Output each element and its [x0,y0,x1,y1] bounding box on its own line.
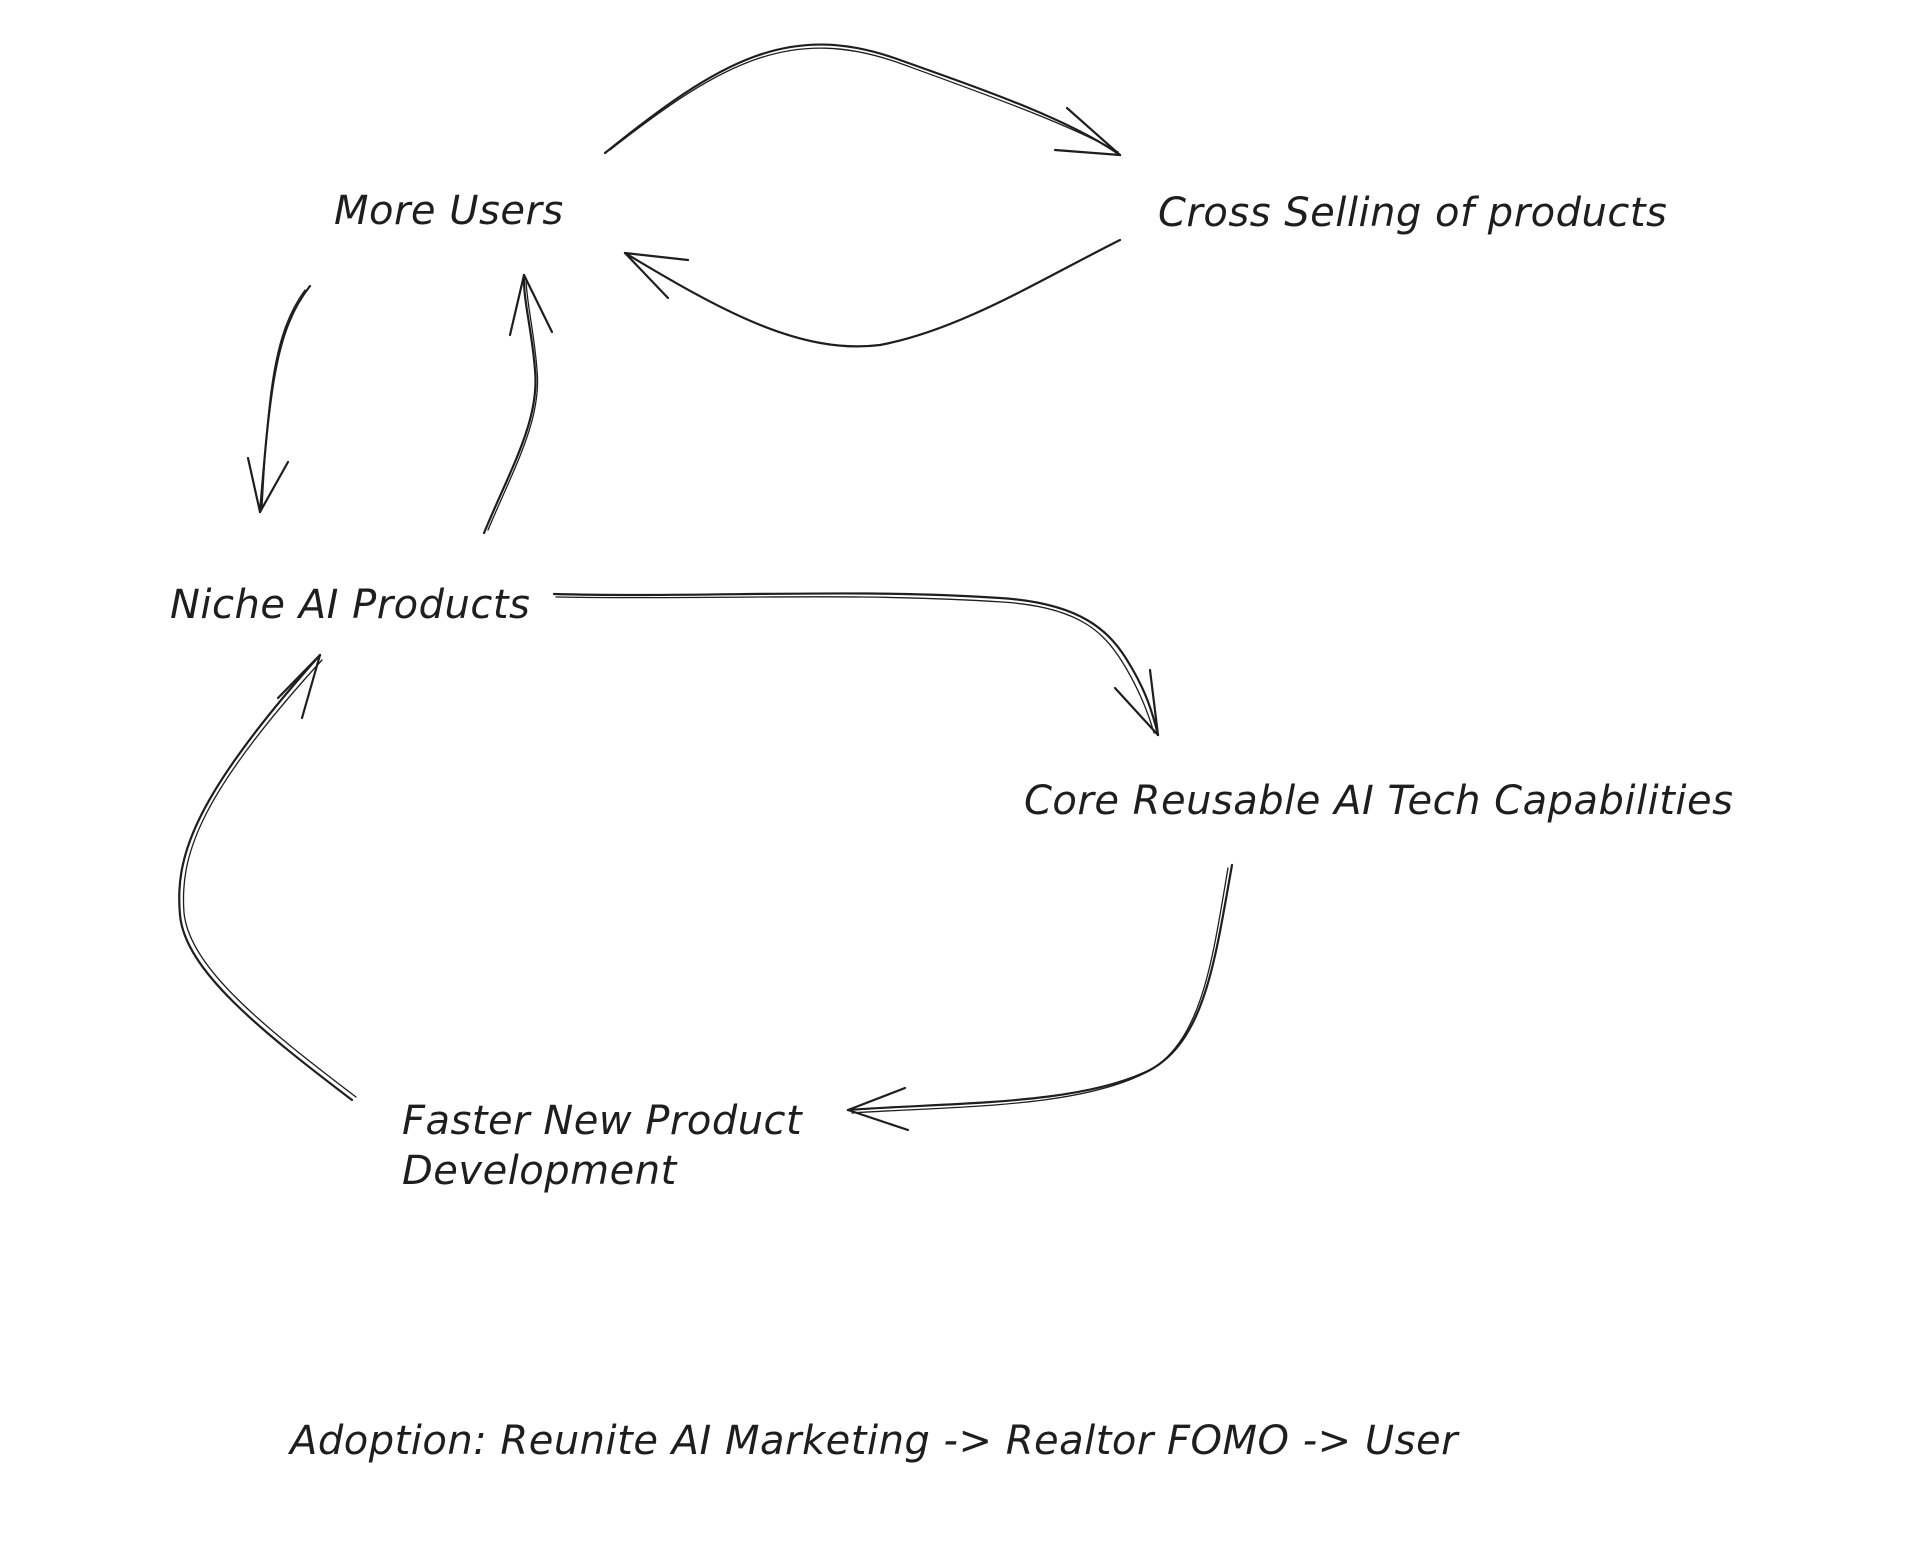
footer-note: Adoption: Reunite AI Marketing -> Realto… [290,1418,1459,1464]
arrow-niche-to-more-users [482,273,554,535]
arrow-niche-to-core [552,592,1160,737]
arrow-cross-selling-to-more-users [623,238,1122,348]
node-cross-selling: Cross Selling of products [1158,190,1668,236]
node-core-reusable: Core Reusable AI Tech Capabilities [1024,778,1734,824]
arrow-core-to-faster [846,863,1234,1132]
arrow-faster-to-niche [178,653,357,1102]
node-more-users: More Users [334,188,564,234]
node-niche-ai-products: Niche AI Products [170,582,531,628]
arrow-more-users-to-cross-selling [603,43,1122,157]
arrow-more-users-to-niche [246,284,312,514]
node-faster-npd: Faster New Product Development [402,1098,803,1194]
